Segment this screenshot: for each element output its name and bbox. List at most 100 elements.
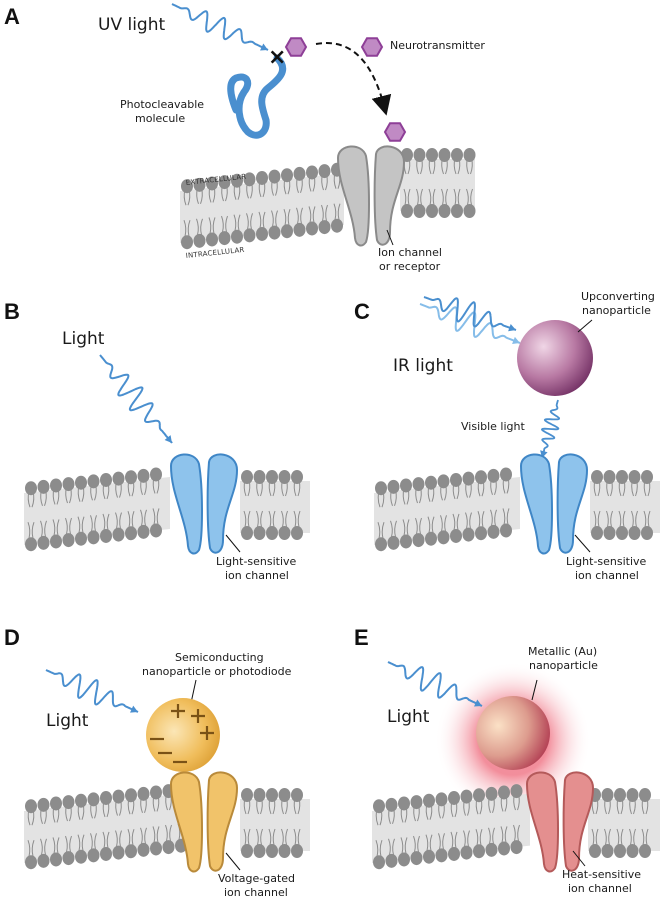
lipid-tail [293,828,301,846]
lipid-head [451,148,463,162]
lipid-tail [513,824,520,842]
lipid-head [462,471,475,486]
lipid-tail [452,513,460,531]
voltage-gated-ion-channel [169,771,239,873]
arrowhead [130,705,138,713]
lipid-head [241,788,253,802]
lipid-head [137,468,150,483]
lipid-tail [27,522,35,539]
panel-c: C IR light Upconverting nanoparticle Vis… [354,290,660,582]
lipid-head [318,164,331,179]
lipid-head [87,474,100,489]
light-wave-icon [99,354,173,444]
lipid-head [62,533,75,548]
lipid-tail [127,829,135,846]
channel-subunit-left [169,771,203,873]
lipid-head [498,785,510,800]
lipid-head [425,475,437,490]
channel-subunit-left [519,453,553,555]
lipid-head [266,470,278,484]
leader-line [531,679,538,701]
lipid-head [475,526,487,541]
lipid-head [485,842,498,857]
light-label: IR light [393,356,453,376]
lipid-tail [256,510,263,528]
lipid-tail [115,830,122,847]
lipid-head [50,478,62,493]
channel-label-line1: Light-sensitive [566,555,647,568]
lipid-head [241,526,253,540]
positive-charge-icon [191,709,205,723]
neurotransmitter-label: Neurotransmitter [390,39,485,52]
channel-label-line1: Heat-sensitive [562,868,641,881]
lipid-head [150,785,162,800]
lipid-tail [428,188,436,206]
membrane [180,148,476,250]
lipid-head [318,220,331,235]
lipid-head [75,531,87,546]
lipid-tail [490,509,497,526]
channel-subunit-left [169,453,203,555]
lipid-tail [441,188,448,206]
lipid-head [243,172,256,187]
uv-light-wave-icon [171,3,269,51]
upconverting-nanoparticle [517,320,593,396]
lipid-head [628,526,641,540]
lipid-tail [403,188,411,206]
visible-light-wave-icon [540,399,560,459]
light-label: UV light [98,15,165,35]
lipid-tail [208,217,216,234]
panel-letter: D [4,625,20,650]
lipid-tail [183,220,191,237]
leader-line [225,534,241,553]
lipid-tail [65,517,72,535]
lipid-head [256,226,268,241]
lipid-tail [591,828,599,846]
bilayer-right [588,799,660,851]
lipid-head [451,204,463,218]
lipid-head [278,788,291,802]
lipid-head [266,788,278,802]
lipid-head [398,852,410,867]
lipid-head [25,799,37,814]
lipid-head [398,796,410,811]
lipid-head [62,795,75,810]
light-sensitive-ion-channel [169,453,239,555]
lipid-tail [90,833,97,850]
lipid-tail [243,828,251,846]
lipid-head [253,526,266,540]
lipid-head [25,855,37,870]
lipid-head [448,846,460,861]
bilayer-right [400,159,475,211]
lipid-tail [40,520,47,537]
lipid-head [435,848,448,863]
neurotransmitter-legend-icon [360,37,384,57]
lipid-head [387,535,400,550]
lipid-head [37,853,50,868]
lipid-tail [27,840,35,857]
wave-path [171,3,269,51]
lipid-head [87,792,100,807]
lipid-head [125,526,137,541]
lipid-head [62,477,75,492]
wave-path [99,354,173,444]
lipid-head [425,531,437,546]
lipid-head [438,148,451,162]
lipid-tail [463,830,470,847]
hexagon [360,37,384,57]
panel-a: A UV light × Photocleavable molecule Neu… [4,3,485,273]
arrowhead [260,43,268,51]
lipid-head [306,165,318,180]
panel-letter: A [4,4,20,29]
lipid-tail [268,510,276,528]
channel-label-line1: Ion channel [378,246,442,259]
lipid-head [150,841,162,856]
lipid-tail [102,831,110,849]
lipid-head [410,851,423,866]
metallic-au-nanoparticle [476,696,550,770]
lipid-tail [333,203,341,220]
lipid-head [412,533,425,548]
transfer-arrow [315,42,392,116]
lipid-head [162,840,175,855]
lipid-tail [416,188,423,206]
